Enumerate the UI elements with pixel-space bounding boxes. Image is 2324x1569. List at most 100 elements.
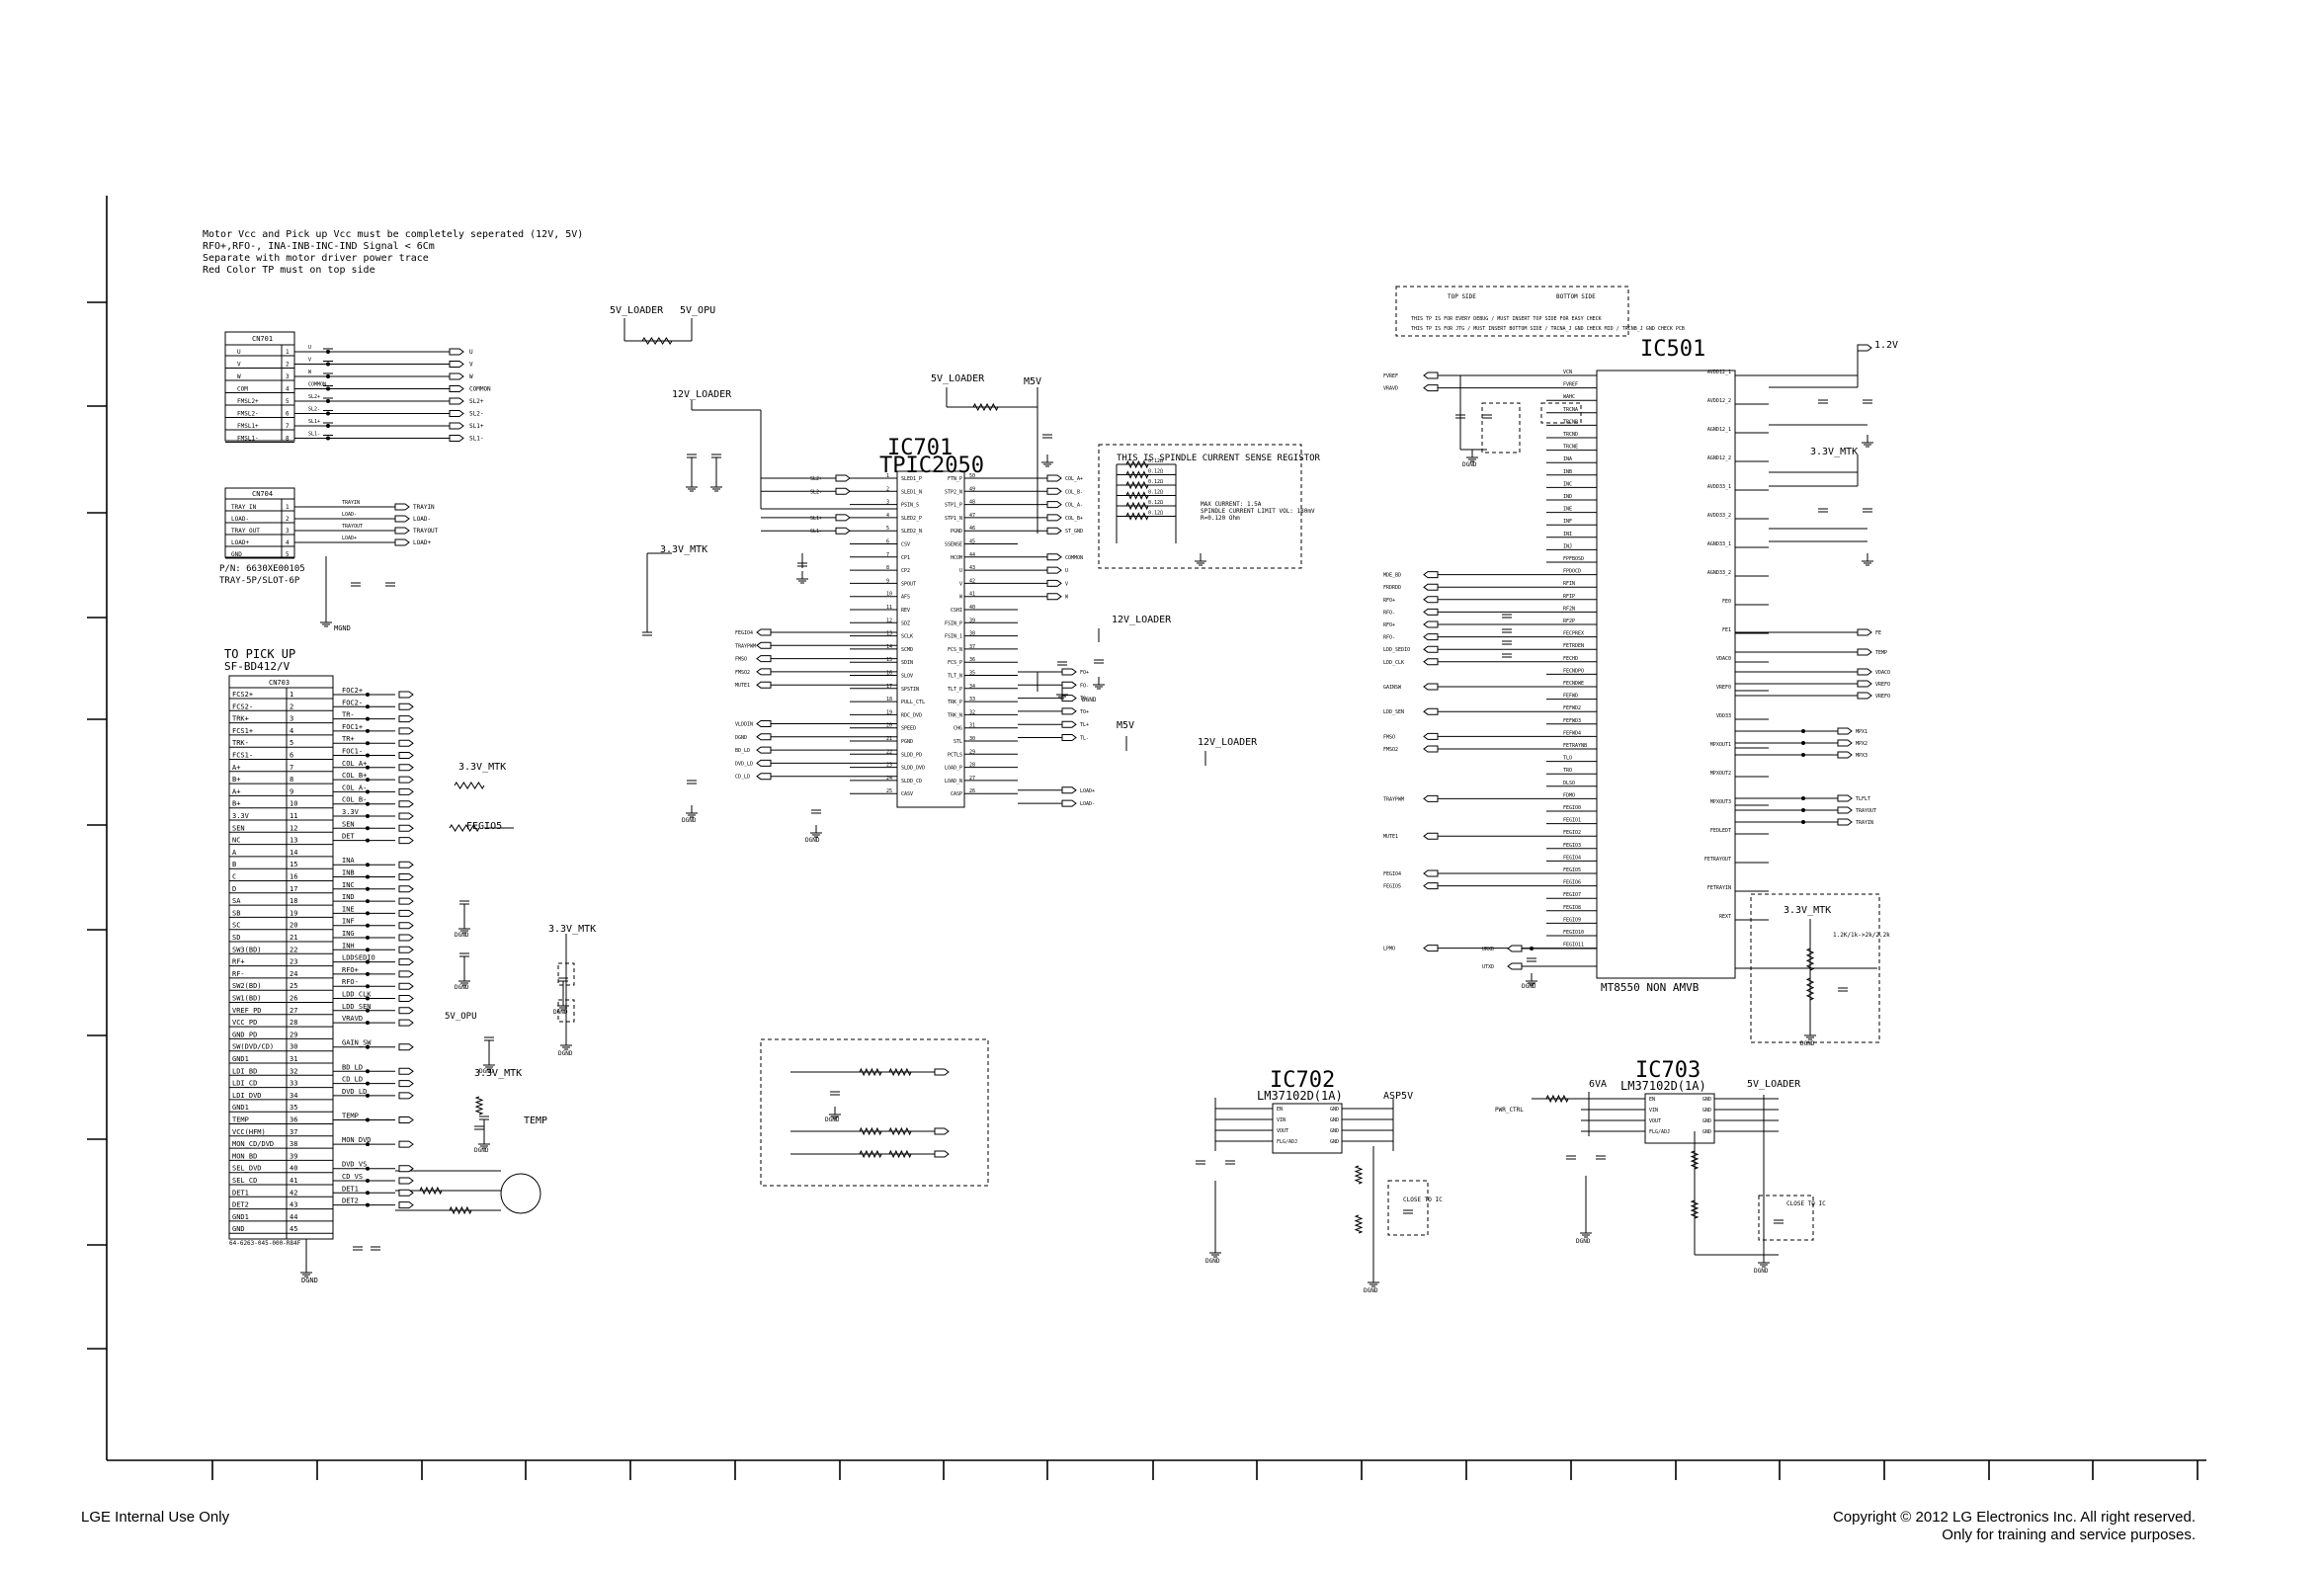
ic701-right-net: LOAD+ xyxy=(1080,788,1095,794)
ic701-pin-num: 50 xyxy=(969,473,975,479)
cn703-net-label: INH xyxy=(342,942,355,950)
cn704-net-flag xyxy=(394,527,410,535)
cn703-pin-num: 18 xyxy=(290,897,297,905)
cn703-pin-num: 24 xyxy=(290,970,297,978)
ic701-left-pin: SLED1_P xyxy=(901,476,922,482)
ic701-left-pin: SLDD_DVD xyxy=(901,766,925,772)
cn704-pin-name: TRAY OUT xyxy=(231,528,260,535)
cn701-net-label: W xyxy=(308,370,312,375)
ic501-right-flag xyxy=(1837,818,1853,826)
ic701-pin-num: 20 xyxy=(886,723,892,729)
cn703-net-label: INA xyxy=(342,857,355,865)
ic501-net: FEGIO5 xyxy=(1383,884,1401,890)
junction xyxy=(1801,808,1805,812)
ic701-left-net: SL2+ xyxy=(810,476,822,482)
ic501-right-pin: FE1 xyxy=(1722,627,1731,633)
cn703-net-flag xyxy=(398,885,414,893)
ic501-right-pin: AGND33_1 xyxy=(1707,541,1731,547)
ic501-right-pin: MPXOUT2 xyxy=(1710,771,1731,777)
cn703-net-flag xyxy=(398,946,414,953)
footer-left: LGE Internal Use Only xyxy=(81,1509,230,1526)
cn701-net-label: SL2+ xyxy=(308,394,320,400)
ic501-left-pin: FETRDEN xyxy=(1563,643,1584,649)
cn701-net-label: V xyxy=(308,358,311,364)
ic701-right-pin: HCOM xyxy=(951,555,962,561)
ic501-left-pin: INC xyxy=(1563,481,1572,487)
junction xyxy=(366,948,370,952)
cn701-net-flag xyxy=(449,361,464,368)
ic501-right-flag xyxy=(1837,739,1853,747)
ic701-right-pin: TLT_P xyxy=(948,687,962,693)
ic501-left-pin: RFIN xyxy=(1563,581,1575,587)
junction xyxy=(1801,753,1805,757)
ic701-right-flag xyxy=(1046,566,1062,574)
note-line-3: Separate with motor driver power trace xyxy=(203,253,429,264)
ic701-right-net: TO- xyxy=(1080,697,1089,702)
ic501-left-pin: FECNDPO xyxy=(1563,668,1584,674)
ic501-right-flag xyxy=(1837,794,1853,802)
cn701-pin-name: W xyxy=(237,373,241,380)
ic701-ctrl-net: CD_LD xyxy=(735,775,750,781)
cn703-pin-name: LDI_BD xyxy=(232,1067,257,1075)
junction xyxy=(366,1166,370,1171)
cn703-part-code: 64-6263-045-000-R84F xyxy=(229,1240,301,1247)
ic501-right-flag xyxy=(1837,806,1853,814)
cn703-pin-num: 25 xyxy=(290,982,297,990)
cn703-net-flag xyxy=(398,691,414,699)
ic701-left-pin: SLDD_PD xyxy=(901,752,922,758)
dgnd-label: DGND xyxy=(301,1277,318,1284)
rail-m5v-2: M5V xyxy=(1117,720,1134,731)
cn703-pin-name: D xyxy=(232,885,236,893)
junction xyxy=(366,1093,370,1098)
ic501-right-pin: VDD33 xyxy=(1716,713,1731,719)
ic701-right-pin: FTN_P xyxy=(948,476,962,482)
junction xyxy=(366,899,370,904)
rail-5v-loader-3: 5V_LOADER xyxy=(1747,1079,1801,1090)
cn701-net-label: SL1- xyxy=(308,432,320,438)
ic701-left-pin: SPSTIN xyxy=(901,687,919,693)
ic501-left-pin: FEFWD4 xyxy=(1563,730,1581,736)
cn703-pin-name: TRK+ xyxy=(232,715,249,723)
junction xyxy=(366,984,370,989)
sense-resistor-value: 0.12Ω xyxy=(1148,500,1163,506)
ic701-left-pin: SLED2_P xyxy=(901,516,922,522)
ic701-ctrl-flag xyxy=(756,668,772,676)
cn703-net-flag xyxy=(398,715,414,723)
ic501-net: FVREF xyxy=(1383,373,1398,379)
cn704-desc: TRAY-5P/SLOT-6P xyxy=(219,576,300,586)
dgnd-label: DGND xyxy=(1522,983,1536,990)
1v2-flag xyxy=(1857,344,1872,352)
ic501-left-pin: DLSO xyxy=(1563,781,1575,786)
cn703-net-label: LDD_SEN xyxy=(342,1003,372,1011)
ic703-part: LM37102D(1A) xyxy=(1620,1079,1706,1093)
cn701-pin-name: FMSL2+ xyxy=(237,398,259,405)
cn703-pin-name: RF- xyxy=(232,970,245,978)
ic701-ctrl-net: DGND xyxy=(735,735,747,741)
cn703-pin-num: 32 xyxy=(290,1067,297,1075)
ic701-pin-num: 42 xyxy=(969,578,975,584)
filter-flag xyxy=(934,1127,950,1135)
cn703-pin-name: SD xyxy=(232,934,240,942)
det-sensor-symbol xyxy=(500,1173,541,1214)
wires xyxy=(294,318,1877,1282)
ic501-left-pin: FEGIO5 xyxy=(1563,867,1581,873)
ic701-left-pin: REV xyxy=(901,608,910,614)
cn703-net-label: TR- xyxy=(342,711,355,719)
ic701-right-pin: LOAD_P xyxy=(945,766,962,772)
close-to-ic-1: CLOSE TO IC xyxy=(1403,1197,1443,1203)
cn703-net-label: COL_B- xyxy=(342,796,367,804)
ic701-pin-num: 36 xyxy=(969,657,975,663)
ic701-ctrl-net: DVD_LD xyxy=(735,761,753,767)
cn703-net-flag xyxy=(398,1201,414,1209)
ic701-right-pin: TLT_N xyxy=(948,674,962,680)
cn701-pin-num: 8 xyxy=(286,436,290,443)
ic701-pin-num: 44 xyxy=(969,552,975,558)
ic501-left-pin: FEGIO8 xyxy=(1563,905,1581,911)
resistor xyxy=(1545,1094,1569,1104)
cn701-pin-num: 7 xyxy=(286,423,290,430)
ic701-right-pin: CSHI xyxy=(951,608,962,614)
ic501-net: URXD xyxy=(1482,947,1494,952)
ic701-right-pin: W xyxy=(959,595,963,601)
junction xyxy=(366,959,370,964)
cn701-flag-label: V xyxy=(469,362,473,369)
